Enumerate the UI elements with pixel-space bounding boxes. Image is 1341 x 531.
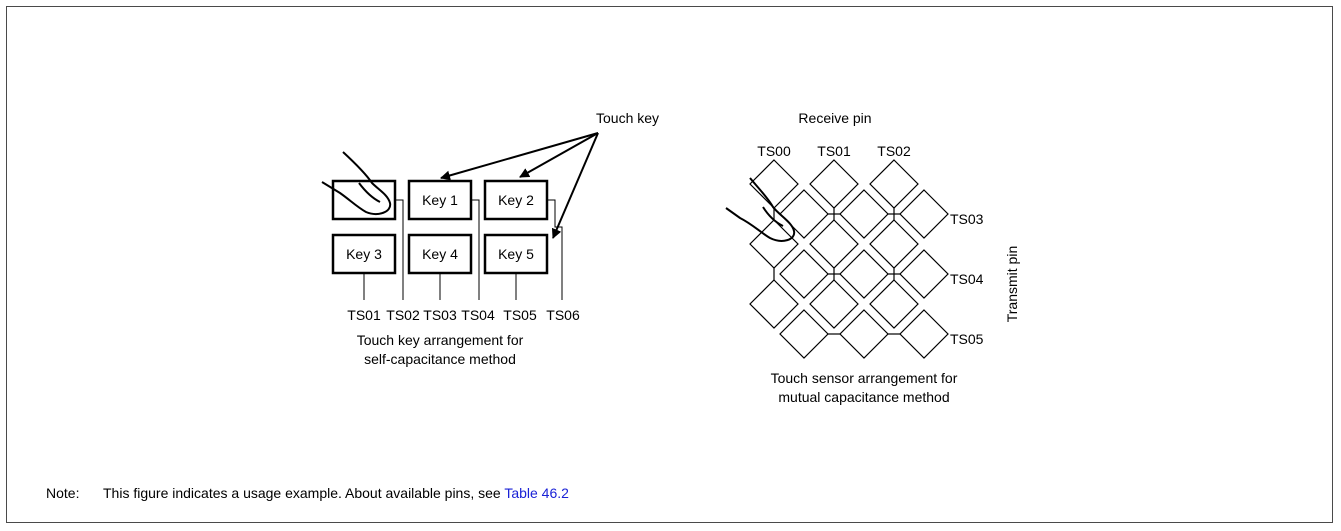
- key-1-label: Key 1: [422, 192, 458, 208]
- table-link[interactable]: Table 46.2: [504, 485, 569, 501]
- self-pin-ts04: TS04: [461, 307, 495, 323]
- self-cap-pin-leads: [363, 199, 563, 300]
- transmit-electrodes: [779, 189, 949, 359]
- receive-pin-ts00: TS00: [757, 143, 791, 159]
- note-label: Note:: [46, 485, 80, 501]
- self-cap-caption-line2: self-capacitance method: [364, 351, 516, 367]
- self-pin-ts03: TS03: [423, 307, 457, 323]
- transmit-pin-ts04: TS04: [950, 271, 984, 287]
- self-cap-caption-line1: Touch key arrangement for: [357, 332, 524, 348]
- note-text: This figure indicates a usage example. A…: [103, 485, 505, 501]
- transmit-pin-ts03: TS03: [950, 211, 984, 227]
- figure-note: Note: This figure indicates a usage examp…: [46, 485, 569, 501]
- transmit-connections: [828, 213, 900, 335]
- self-capacitance-labels: Touch key Key 1 Key 2 Key 3 Key 4 Key 5 …: [346, 110, 659, 367]
- figure-frame: [6, 6, 1333, 523]
- transmit-pin-title: Transmit pin: [1004, 246, 1020, 323]
- transmit-pin-ts05: TS05: [950, 331, 984, 347]
- self-pin-ts05: TS05: [503, 307, 537, 323]
- key-3-label: Key 3: [346, 246, 382, 262]
- self-pin-ts01: TS01: [347, 307, 381, 323]
- self-pin-ts02: TS02: [386, 307, 420, 323]
- touch-key-callout: Touch key: [596, 110, 659, 126]
- finger-icon: [321, 151, 392, 215]
- key-5-label: Key 5: [498, 246, 534, 262]
- self-pin-ts06: TS06: [546, 307, 580, 323]
- mutual-cap-caption-line2: mutual capacitance method: [778, 389, 949, 405]
- mutual-capacitance-labels: Receive pin TS00 TS01 TS02 TS03 TS04 TS0…: [757, 110, 1020, 405]
- mutual-finger-icon: [725, 177, 796, 242]
- key-4-label: Key 4: [422, 246, 458, 262]
- self-capacitance-diagram: [321, 132, 599, 300]
- mutual-capacitance-diagram: [725, 159, 949, 359]
- receive-pin-title: Receive pin: [798, 110, 871, 126]
- mutual-cap-caption-line1: Touch sensor arrangement for: [771, 370, 958, 386]
- touch-key-arrows: [440, 132, 599, 239]
- receive-connections: [773, 208, 895, 280]
- touched-key-box: [331, 179, 397, 221]
- receive-electrodes: [749, 159, 919, 329]
- receive-pin-ts02: TS02: [877, 143, 911, 159]
- key-2-label: Key 2: [498, 192, 534, 208]
- receive-pin-ts01: TS01: [817, 143, 851, 159]
